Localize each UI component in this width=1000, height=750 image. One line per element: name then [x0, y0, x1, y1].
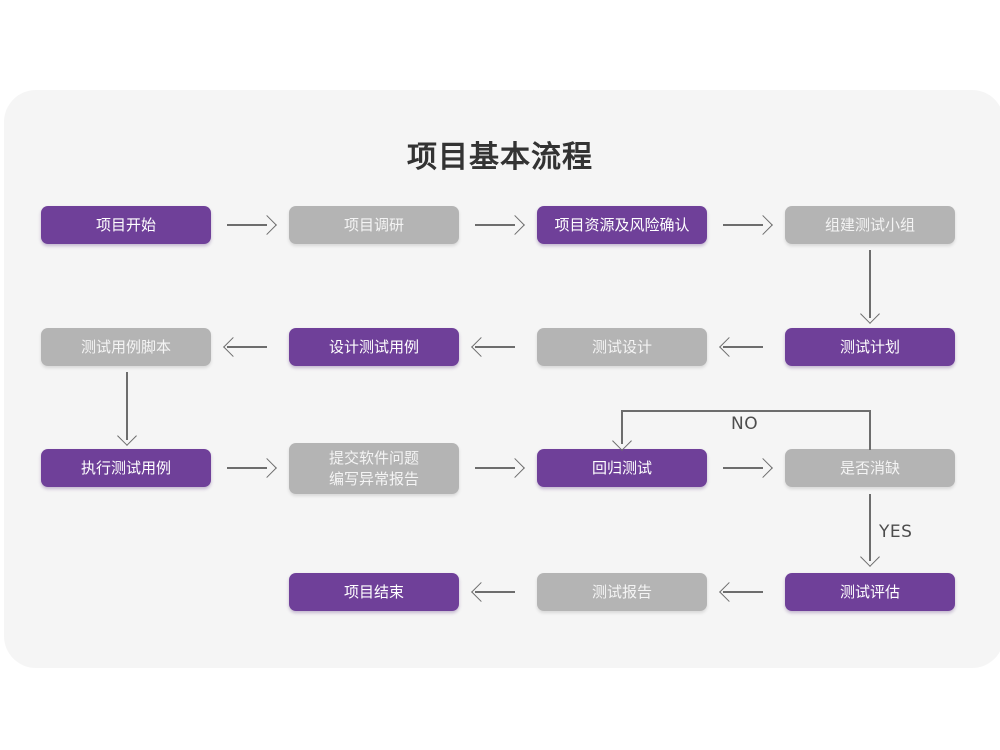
- node-test-evaluation[interactable]: 测试评估: [785, 573, 955, 611]
- edge-label-yes: YES: [879, 522, 913, 542]
- arrow-line-report-to-end: [475, 591, 515, 593]
- node-label: 项目开始: [95, 215, 156, 234]
- node-regression-test[interactable]: 回归测试: [537, 449, 707, 487]
- arrow-line-research-to-risk: [475, 224, 515, 226]
- node-label: 测试设计: [591, 337, 652, 356]
- node-execute-test-cases[interactable]: 执行测试用例: [41, 449, 211, 487]
- arrow-line-start-to-research: [227, 224, 267, 226]
- node-label: 项目调研: [343, 215, 404, 234]
- node-label: 组建测试小组: [824, 215, 915, 234]
- arrow-line-execute-to-submit: [227, 467, 267, 469]
- node-label: 提交软件问题 编写异常报告: [328, 449, 419, 488]
- arrow-line-eval-to-report: [723, 591, 763, 593]
- node-test-plan[interactable]: 测试计划: [785, 328, 955, 366]
- node-label: 项目结束: [343, 582, 404, 601]
- arrow-line-plan-to-testdesign: [723, 346, 763, 348]
- node-resource-risk-confirm[interactable]: 项目资源及风险确认: [537, 206, 707, 244]
- node-project-end[interactable]: 项目结束: [289, 573, 459, 611]
- arrow-line-testdesign-to-design: [475, 346, 515, 348]
- node-defect-cleared[interactable]: 是否消缺: [785, 449, 955, 487]
- arrow-line-regression-to-cleared: [723, 467, 763, 469]
- node-submit-defect-report[interactable]: 提交软件问题 编写异常报告: [289, 443, 459, 494]
- edge-label-no: NO: [731, 414, 759, 434]
- node-label: 回归测试: [591, 458, 652, 477]
- no-loop-right-segment: [869, 410, 871, 450]
- node-test-report[interactable]: 测试报告: [537, 573, 707, 611]
- no-loop-top-segment: [621, 410, 870, 412]
- arrow-line-team-to-plan: [869, 250, 871, 318]
- arrow-line-design-to-script: [227, 346, 267, 348]
- node-form-test-team[interactable]: 组建测试小组: [785, 206, 955, 244]
- yes-arrow-line: [869, 494, 871, 561]
- arrow-line-risk-to-team: [723, 224, 763, 226]
- diagram-card: [4, 90, 1000, 668]
- node-test-case-script[interactable]: 测试用例脚本: [41, 328, 211, 366]
- node-test-design[interactable]: 测试设计: [537, 328, 707, 366]
- node-label: 测试评估: [839, 582, 900, 601]
- no-loop-left-segment: [621, 410, 623, 444]
- node-label: 测试用例脚本: [80, 337, 171, 356]
- arrow-line-submit-to-regression: [475, 467, 515, 469]
- node-label: 执行测试用例: [80, 458, 171, 477]
- node-label: 测试计划: [839, 337, 900, 356]
- node-label: 测试报告: [591, 582, 652, 601]
- node-project-start[interactable]: 项目开始: [41, 206, 211, 244]
- node-label: 设计测试用例: [328, 337, 419, 356]
- node-design-test-cases[interactable]: 设计测试用例: [289, 328, 459, 366]
- page-title: 项目基本流程: [407, 140, 593, 175]
- node-label: 项目资源及风险确认: [554, 215, 690, 234]
- node-project-research[interactable]: 项目调研: [289, 206, 459, 244]
- node-label: 是否消缺: [839, 458, 900, 477]
- arrow-line-script-to-execute: [126, 372, 128, 440]
